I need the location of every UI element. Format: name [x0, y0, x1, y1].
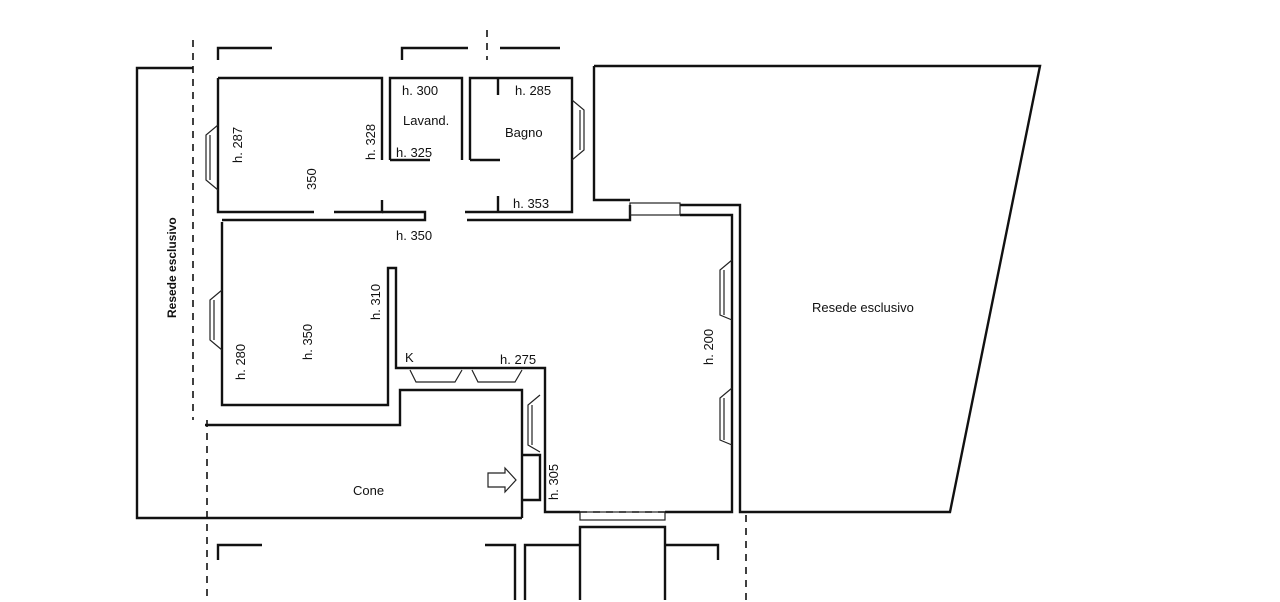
windows — [205, 99, 733, 453]
label-resede-right: Resede esclusivo — [812, 300, 914, 315]
label-resede-left: Resede esclusivo — [165, 217, 179, 318]
label-corte: Cone — [353, 483, 384, 498]
height-room-ml-right: h. 310 — [368, 284, 383, 320]
height-kitchen: h. 275 — [500, 352, 536, 367]
height-room-ml-center: h. 350 — [300, 324, 315, 360]
height-room-tl-center: 350 — [304, 168, 319, 190]
height-room-ml-left: h. 280 — [233, 344, 248, 380]
walls — [135, 30, 1042, 600]
entrance-arrow-icon — [487, 466, 517, 494]
label-lavand: Lavand. — [403, 113, 449, 128]
height-lavand-top: h. 300 — [402, 83, 438, 98]
height-bagno-top: h. 285 — [515, 83, 551, 98]
height-lavand-bottom: h. 325 — [396, 145, 432, 160]
height-room-tl-left: h. 287 — [230, 127, 245, 163]
height-bagno-bottom: h. 353 — [513, 196, 549, 211]
label-bagno: Bagno — [505, 125, 543, 140]
height-living-right: h. 200 — [701, 329, 716, 365]
height-corridor: h. 350 — [396, 228, 432, 243]
height-entrance: h. 305 — [546, 464, 561, 500]
label-kitchen: K — [405, 350, 414, 365]
height-room-tl-right: h. 328 — [363, 124, 378, 160]
